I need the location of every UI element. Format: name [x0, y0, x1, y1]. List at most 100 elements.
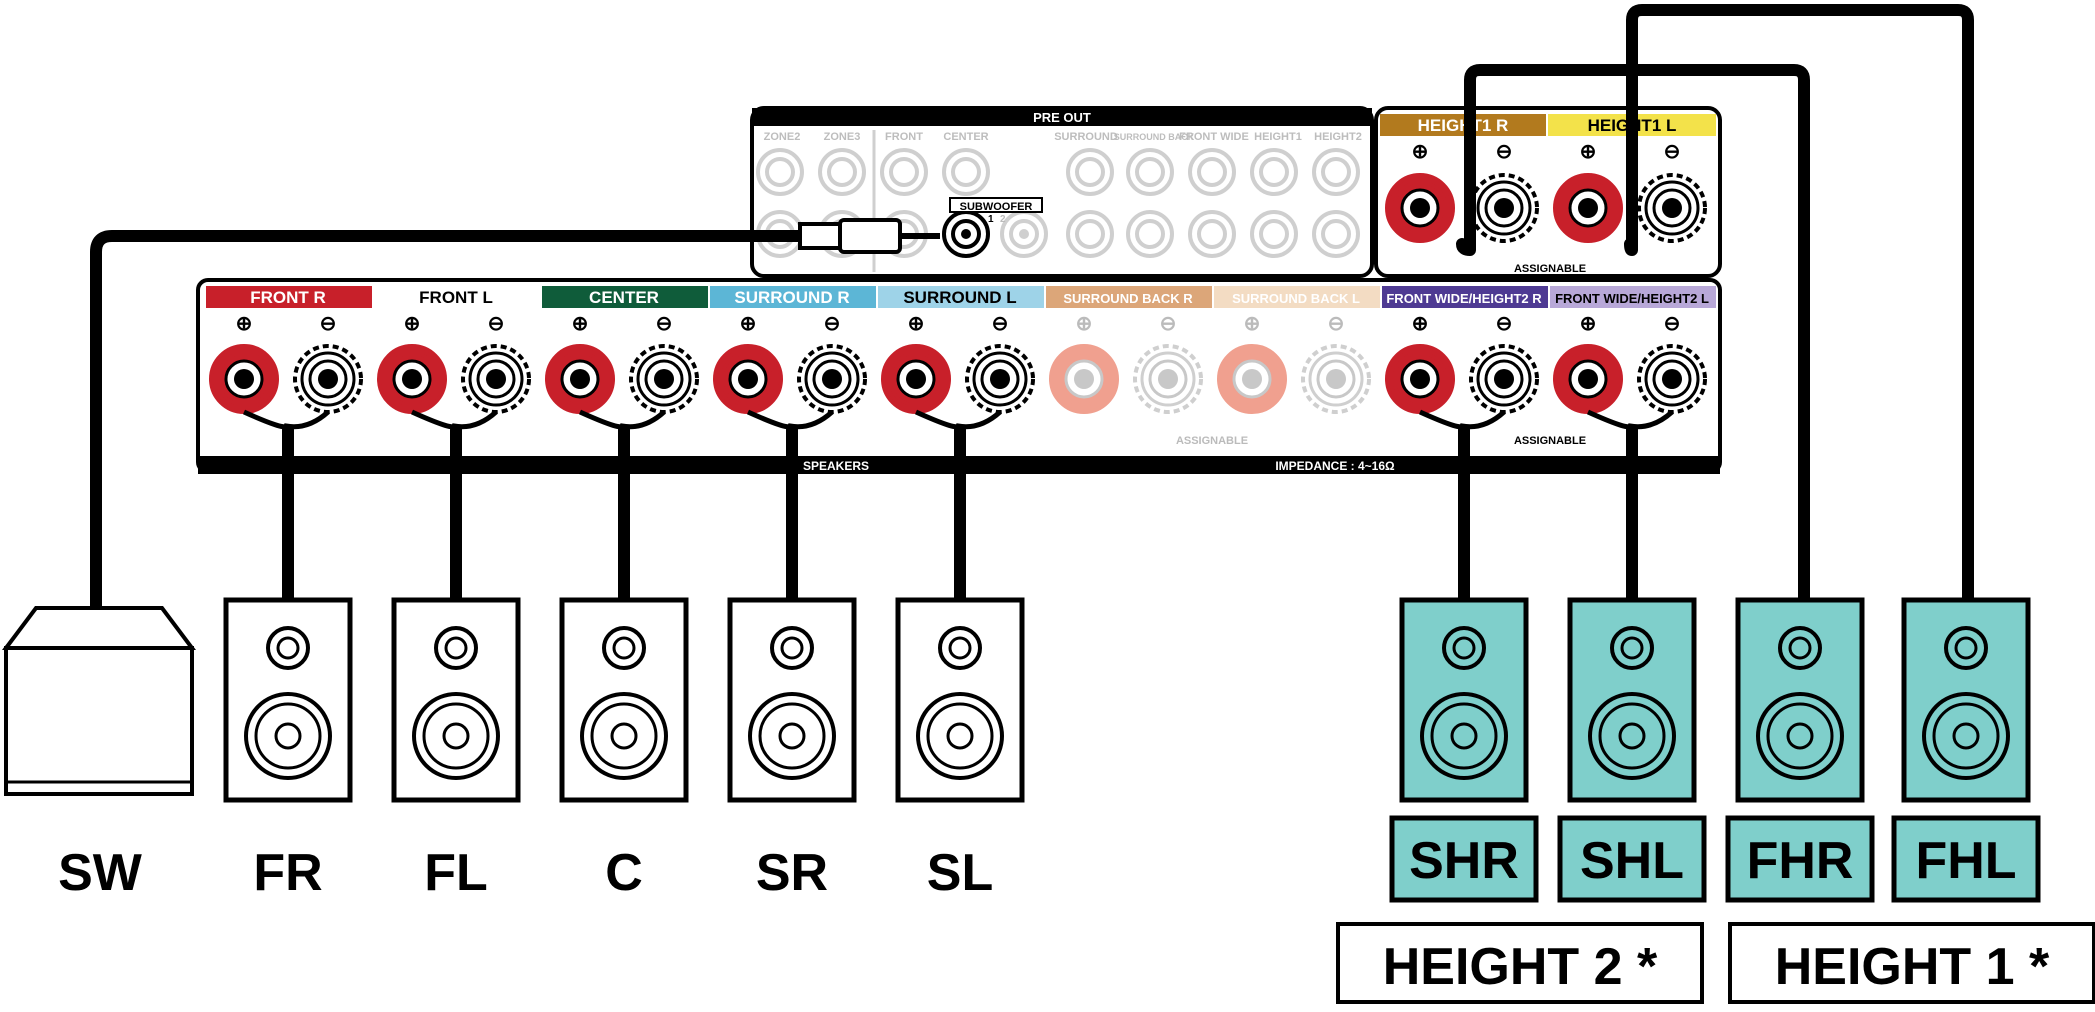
speaker-wires — [90, 4, 1974, 616]
subwoofer-label-box — [949, 197, 1043, 213]
tweeter-center — [1452, 636, 1476, 660]
height1-negative-terminal — [1469, 173, 1539, 243]
speaker-code-label: SHL — [1580, 832, 1684, 890]
speaker-fhl: FHL — [1891, 597, 2041, 903]
speaker-code-box — [1891, 815, 2041, 903]
minus-symbol: ⊖ — [1496, 313, 1513, 335]
woofer-dust-cap — [778, 722, 806, 750]
minus-symbol: ⊖ — [992, 313, 1009, 335]
speaker-code-label: SL — [927, 844, 993, 902]
height1-positive-terminal — [1385, 173, 1455, 243]
height1-negative-terminal — [1637, 173, 1707, 243]
pre-out-title: PRE OUT — [1033, 110, 1091, 125]
tweeter-center — [948, 636, 972, 660]
speaker-fl: FL — [391, 597, 521, 902]
subwoofer-jack-1 — [942, 210, 990, 258]
terminal-band-label: FRONT WIDE/HEIGHT2 L — [1555, 291, 1709, 306]
negative-terminal — [293, 344, 363, 414]
woofer-dust-cap — [1786, 722, 1814, 750]
preout-label: HEIGHT1 — [1254, 131, 1302, 143]
positive-terminal — [209, 344, 279, 414]
height1-group: HEIGHT 1 * — [1728, 922, 2095, 1004]
positive-terminal — [1385, 344, 1455, 414]
preout-label: SURROUND — [1054, 131, 1118, 143]
preout-label: FRONT WIDE — [1179, 131, 1249, 143]
height1-positive-terminal — [1553, 173, 1623, 243]
minus-symbol: ⊖ — [1160, 313, 1177, 335]
terminal-band-label: FRONT R — [250, 288, 326, 307]
terminal-band — [542, 286, 708, 308]
rca-jack — [1188, 148, 1236, 196]
plus-symbol: ⊕ — [740, 313, 757, 335]
woofer-dust-cap — [1618, 722, 1646, 750]
terminal-band-label: FRONT WIDE/HEIGHT2 R — [1386, 291, 1542, 306]
subwoofer-top — [2, 606, 196, 650]
terminal-band — [710, 286, 876, 308]
minus-symbol: ⊖ — [824, 313, 841, 335]
tweeter-center — [444, 636, 468, 660]
plus-symbol: ⊕ — [404, 313, 421, 335]
rca-jack — [1250, 210, 1298, 258]
preout-label: CENTER — [943, 131, 988, 143]
negative-terminal — [1133, 344, 1203, 414]
negative-terminal — [629, 344, 699, 414]
subwoofer-number-1: 1 — [988, 214, 994, 225]
plus-symbol: ⊕ — [1076, 313, 1093, 335]
tweeter-center — [276, 636, 300, 660]
fhl-cable — [1624, 4, 1974, 606]
speaker-code-box — [1725, 815, 1875, 903]
plus-symbol: ⊕ — [1412, 141, 1429, 163]
speaker-code-label: SHR — [1409, 832, 1519, 890]
negative-terminal — [1469, 344, 1539, 414]
woofer-dust-cap — [946, 722, 974, 750]
speaker-code-label: FHL — [1915, 832, 2016, 890]
minus-symbol: ⊖ — [656, 313, 673, 335]
speaker-code-box — [1557, 815, 1707, 903]
impedance-label: IMPEDANCE : 4~16Ω — [1275, 459, 1395, 473]
minus-symbol: ⊖ — [1664, 141, 1681, 163]
negative-terminal — [797, 344, 867, 414]
preout-label: SURROUND BACK — [1114, 132, 1195, 142]
subwoofer-number-2: 2 — [1000, 214, 1006, 225]
terminal-band-label: SURROUND L — [903, 288, 1016, 307]
subwoofer-label: SUBWOOFER — [960, 201, 1033, 213]
speaker-code-label: FR — [253, 844, 322, 902]
terminal-band — [1214, 286, 1380, 308]
rca-jack — [1126, 148, 1174, 196]
rca-jack — [880, 148, 928, 196]
front-wide-assignable-label: ASSIGNABLE — [1514, 435, 1586, 447]
rca-jack — [1066, 148, 1114, 196]
rca-jack — [1188, 210, 1236, 258]
rca-jack — [756, 148, 804, 196]
speaker-code-label: C — [605, 844, 643, 902]
woofer-dust-cap — [442, 722, 470, 750]
speaker-code-label: SR — [756, 844, 828, 902]
woofer-dust-cap — [274, 722, 302, 750]
plus-symbol: ⊕ — [1244, 313, 1261, 335]
preout-label: ZONE3 — [824, 131, 861, 143]
woofer-dust-cap — [610, 722, 638, 750]
positive-terminal — [1553, 344, 1623, 414]
speaker-shr: SHR — [1389, 597, 1539, 903]
speaker-c: C — [559, 597, 689, 902]
height1-assignable-label: ASSIGNABLE — [1514, 263, 1586, 275]
speaker-code-box — [1389, 815, 1539, 903]
terminal-band — [206, 286, 372, 308]
rca-jack — [1312, 210, 1360, 258]
speaker-code-label: FL — [424, 844, 488, 902]
positive-terminal — [1049, 344, 1119, 414]
plus-symbol: ⊕ — [1580, 141, 1597, 163]
speaker-sl: SL — [895, 597, 1025, 902]
fhr-cable — [1456, 64, 1810, 606]
rca-jack — [818, 148, 866, 196]
minus-symbol: ⊖ — [1664, 313, 1681, 335]
rca-jack — [1312, 148, 1360, 196]
terminal-band — [1046, 286, 1212, 308]
speaker-sr: SR — [727, 597, 857, 902]
plus-symbol: ⊕ — [1412, 313, 1429, 335]
terminal-band — [374, 286, 540, 308]
tweeter-center — [1954, 636, 1978, 660]
subwoofer-jack-2 — [1000, 210, 1048, 258]
minus-symbol: ⊖ — [1328, 313, 1345, 335]
